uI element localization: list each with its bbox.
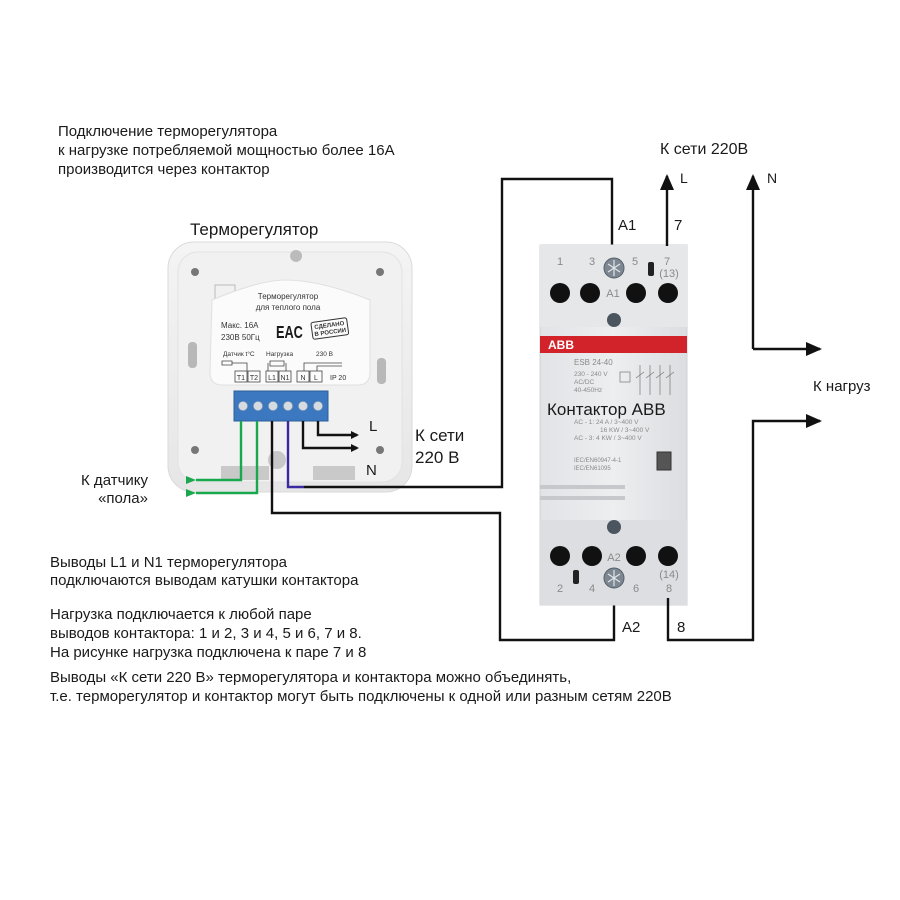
load-label: К нагруз [813,378,871,395]
rating-ac3: AC - 3: 4 KW / 3~400 V [574,435,642,442]
wire-8-to-load [666,414,822,642]
svg-text:N: N [300,375,305,382]
mains-wire-n [301,421,359,452]
sensor-wire-t1 [186,421,243,484]
contactor-mains-label: К сети 220В [660,141,748,158]
bottom-terminal-14: (14) [659,569,679,581]
bottom-terminal-4: 4 [589,583,595,595]
made-in-russia-badge: СДЕЛАНО В РОССИИ [310,317,350,340]
mount-hole [191,446,199,454]
thermo-l-label: L [369,418,377,435]
svg-text:T2: T2 [250,375,258,382]
thermo-mains-label-1: К сети [415,426,464,445]
intro-line-1: Подключение терморегулятора [58,123,278,140]
thermo-mains-label-2: 220 В [415,448,459,467]
a1-wire-label: A1 [618,217,636,234]
top-terminal-7: 7 [664,256,670,268]
bottom-terminal-8: 8 [666,583,672,595]
ip-rating: IP 20 [330,375,346,382]
svg-text:В РОССИИ: В РОССИИ [314,328,346,338]
rating-acdc: AC/DC [574,379,595,386]
module-title-1: Терморегулятор [258,292,319,301]
mount-hole [376,268,384,276]
mount-hole [376,446,384,454]
coil-a2-mark: A2 [607,552,620,564]
terminal-labels: T1 T2 L1 N1 N L [234,370,323,383]
contactor-device: 1 3 5 7 (13) A1 ABB ESB 24-40 230 - 240 … [539,244,688,606]
n1-wire-purple [286,421,304,489]
mains-wire-l [316,421,359,439]
status-window [656,451,672,471]
n1-to-a1-wire [304,177,614,489]
a2-wire-label: A2 [622,619,640,636]
eac-mark: EAC [276,323,303,343]
terminal-block [233,390,329,422]
note-combine-line-2: т.е. терморегулятор и контактор могут бы… [50,688,672,705]
svg-text:СДЕЛАНО: СДЕЛАНО [314,321,345,331]
group-power-label: 230 В [316,351,333,358]
rating-ac1: AC - 1: 24 A / 3~400 V [574,419,639,426]
mount-hole [191,268,199,276]
svg-text:N1: N1 [281,375,290,382]
contactor-name-label: Контактор ABB [547,400,666,419]
t7-wire-label: 7 [674,217,682,234]
thermo-n-label: N [366,462,377,479]
standard-2: IEC/EN61095 [574,466,611,472]
bottom-terminal-6: 6 [633,583,639,595]
sensor-wires [186,421,259,497]
abb-logo: ABB [548,338,574,352]
top-terminal-3: 3 [589,256,595,268]
contactor-l-label: L [680,170,688,186]
note-combine-line-1: Выводы «К сети 220 В» терморегулятора и … [50,669,572,686]
svg-text:L: L [314,375,318,382]
note-coil-line-1: Выводы L1 и N1 терморегулятора [50,554,288,571]
spec-current: Макс. 16А [221,321,259,330]
contact-schematic [619,365,675,395]
top-terminal-5: 5 [632,256,638,268]
contactor-model: ESB 24-40 [574,358,613,367]
t8-wire-label: 8 [677,619,685,636]
rating-voltage: 230 - 240 V [574,371,608,378]
note-load-line-2: выводов контактора: 1 и 2, 3 и 4, 5 и 6,… [50,625,362,642]
sensor-wire-t2 [186,421,259,497]
svg-text:T1: T1 [237,375,245,382]
rating-ac1-kw: 16 KW / 3~400 V [600,427,650,434]
rating-freq: 40-450Hz [574,387,602,394]
group-load-label: Нагрузка [266,351,293,358]
sensor-label-1: К датчику [81,472,148,489]
note-coil-line-2: подключаются выводам катушки контактора [50,572,359,589]
note-load-line-1: Нагрузка подключается к любой паре [50,606,312,623]
standard-1: IEC/EN60947-4-1 [574,458,622,464]
module-title-2: для теплого пола [256,303,321,312]
spec-voltage: 230В 50Гц [221,333,260,342]
l1-to-a2-wire [270,421,616,642]
intro-line-3: производится через контактор [58,161,270,178]
svg-text:L1: L1 [268,375,276,382]
contactor-n-label: N [767,170,777,186]
group-sensor-label: Датчик t°C [223,350,255,358]
top-terminal-13: (13) [659,268,679,280]
bottom-terminal-2: 2 [557,583,563,595]
thermostat-device: Терморегулятор для теплого пола Макс. 16… [167,241,413,493]
thermostat-title: Терморегулятор [190,220,319,239]
coil-a1-mark: A1 [606,288,619,300]
top-terminal-1: 1 [557,256,563,268]
abb-brand-band [540,336,687,353]
note-load-line-3: На рисунке нагрузка подключена к паре 7 … [50,644,367,661]
terminal-screws [238,401,323,411]
intro-line-2: к нагрузке потребляемой мощностью более … [58,142,395,159]
sensor-label-2: «пола» [98,490,148,507]
